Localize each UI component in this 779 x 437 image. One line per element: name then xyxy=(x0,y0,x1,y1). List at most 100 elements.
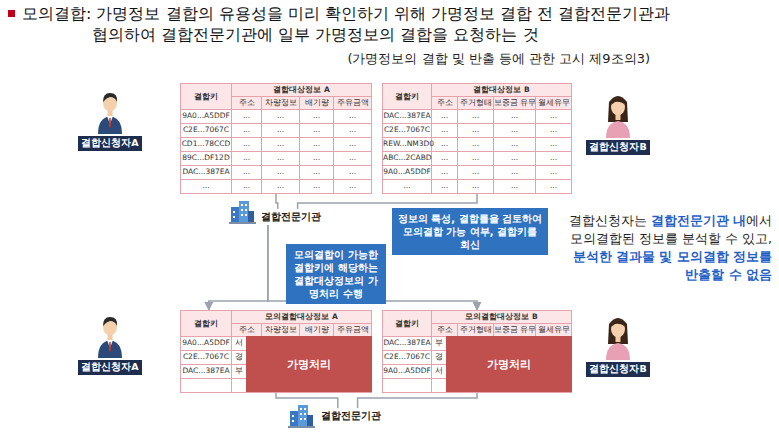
table-value: ... xyxy=(441,125,448,134)
table-value: C2E...7067C xyxy=(183,352,229,361)
table-cell: ... xyxy=(261,165,300,180)
process-text: 모의결합이 가능한 결합키에 해당하는 결합대상정보의 가명처리 수행 xyxy=(291,248,381,300)
table-cell: ... xyxy=(535,165,572,180)
table-value: ... xyxy=(511,125,518,134)
table-value: ... xyxy=(277,125,284,134)
table-value: ... xyxy=(550,111,557,120)
table-value: REW...NM3D0 xyxy=(383,139,434,148)
person-icon xyxy=(98,317,122,358)
table-value: ... xyxy=(243,111,250,120)
table-value: ... xyxy=(441,181,448,190)
table-cell: DAC...387EA xyxy=(382,109,432,124)
table-value: ... xyxy=(313,153,320,162)
table-cell: ... xyxy=(431,165,458,180)
table-cell: ... xyxy=(457,165,494,180)
masking-box: 가명처리 xyxy=(446,336,572,392)
table-cell: 월세유무 xyxy=(535,323,572,337)
table-cell: ... xyxy=(231,109,262,124)
table-cell xyxy=(180,378,232,393)
person-icon xyxy=(98,93,122,134)
table-value: ... xyxy=(472,167,479,176)
table-cell: ... xyxy=(535,109,572,124)
table-cell: ... xyxy=(431,137,458,152)
table-value: ... xyxy=(472,139,479,148)
table-cell: ... xyxy=(493,151,536,166)
table-value: ... xyxy=(243,181,250,190)
table-value: ... xyxy=(349,153,356,162)
table-value: ... xyxy=(472,153,479,162)
table-cell: ... xyxy=(431,179,458,194)
table-cell: ... xyxy=(333,137,372,152)
table-value: ... xyxy=(511,153,518,162)
name-tag: 결합신청자B xyxy=(586,362,650,377)
table-value: ... xyxy=(243,153,250,162)
table-cell: 9A0...A5DDF xyxy=(180,109,232,124)
table-cell: C2E...7067C xyxy=(382,123,432,138)
table-value: ... xyxy=(277,111,284,120)
title: 모의결합: 가명정보 결합의 유용성을 미리 확인하기 위해 가명정보 결합 전… xyxy=(22,3,677,45)
table-cell: 9A0...A5DDF xyxy=(180,336,232,351)
table-cell: ... xyxy=(333,151,372,166)
table-cell: ... xyxy=(299,165,334,180)
header-text: 보증금 유무 xyxy=(494,324,535,336)
table-value: 89C...DF12D xyxy=(182,153,229,162)
table-cell: 보증금 유무 xyxy=(493,96,536,110)
person-icon xyxy=(606,96,630,138)
table-cell: ... xyxy=(299,137,334,152)
header-text: 결합키 xyxy=(181,311,231,336)
process-box: 정보의 특성, 결합률을 검토하여 모의결합 가능 여부, 결합키를 회신 xyxy=(392,208,548,255)
table-cell: 차량정보 xyxy=(261,96,300,110)
table-value: 9A0...A5DDF xyxy=(182,111,230,120)
table-value: ... xyxy=(349,111,356,120)
table-cell: ... xyxy=(535,137,572,152)
table-cell: ... xyxy=(457,151,494,166)
table-value: 9A0...A5DDF xyxy=(182,338,230,347)
header-text: 차량정보 xyxy=(262,324,299,336)
table-value: 경 xyxy=(435,352,443,361)
connector xyxy=(358,392,477,408)
table-cell: 결합키 xyxy=(180,310,232,337)
data-table: 결합키모의결합대상정보 A주소차량정보배기량주유금액9A0...A5DDF서C2… xyxy=(180,310,372,392)
table-value: ... xyxy=(349,167,356,176)
table-value: 서 xyxy=(235,338,243,347)
table-value: ... xyxy=(441,139,448,148)
table-value: 서 xyxy=(435,366,443,375)
table-value: DAC...387EA xyxy=(182,167,229,176)
table-cell: 결합키 xyxy=(382,310,432,337)
table-cell: ... xyxy=(261,109,300,124)
table-cell: ... xyxy=(535,123,572,138)
name-text: 결합신청자A xyxy=(80,137,140,150)
header-text: 결합대상정보 B xyxy=(432,84,571,96)
table-cell: ... xyxy=(382,179,432,194)
name-tag: 결합신청자A xyxy=(78,360,142,375)
connector xyxy=(276,392,338,408)
masking-box: 가명처리 xyxy=(246,336,372,392)
citation: (가명정보의 결합 및 반출 등에 관한 고시 제9조의3) xyxy=(290,50,650,68)
table-cell: DAC...387EA xyxy=(180,165,232,180)
table-cell: 결합키 xyxy=(180,83,232,110)
table-value: ... xyxy=(243,125,250,134)
name-text: 결합신청자A xyxy=(80,361,140,374)
header-text: 배기량 xyxy=(300,324,333,336)
table-value: 부 xyxy=(435,338,443,347)
table-cell: ... xyxy=(299,151,334,166)
org-label: 결합전문기관 xyxy=(258,209,324,225)
table-value: ABC...2CABD xyxy=(383,153,432,162)
table-cell: 결합대상정보 A xyxy=(231,83,372,97)
table-value: ... xyxy=(472,111,479,120)
table-cell: ... xyxy=(231,165,262,180)
table-cell: ... xyxy=(535,151,572,166)
header-text: 결합키 xyxy=(383,311,431,336)
header-text: 주유금액 xyxy=(334,97,371,109)
table-value: ... xyxy=(243,167,250,176)
table-value: ... xyxy=(550,181,557,190)
table-cell: 결합키 xyxy=(382,83,432,110)
table-cell: 모의결합대상정보 B xyxy=(431,310,572,324)
table-value: ... xyxy=(313,167,320,176)
process-text: 정보의 특성, 결합률을 검토하여 모의결합 가능 여부, 결합키를 회신 xyxy=(397,212,543,251)
bullet xyxy=(8,10,15,17)
table-cell: 주소 xyxy=(231,323,262,337)
table-cell: C2E...7067C xyxy=(180,350,232,365)
process-box: 모의결합이 가능한 결합키에 해당하는 결합대상정보의 가명처리 수행 xyxy=(286,244,386,304)
